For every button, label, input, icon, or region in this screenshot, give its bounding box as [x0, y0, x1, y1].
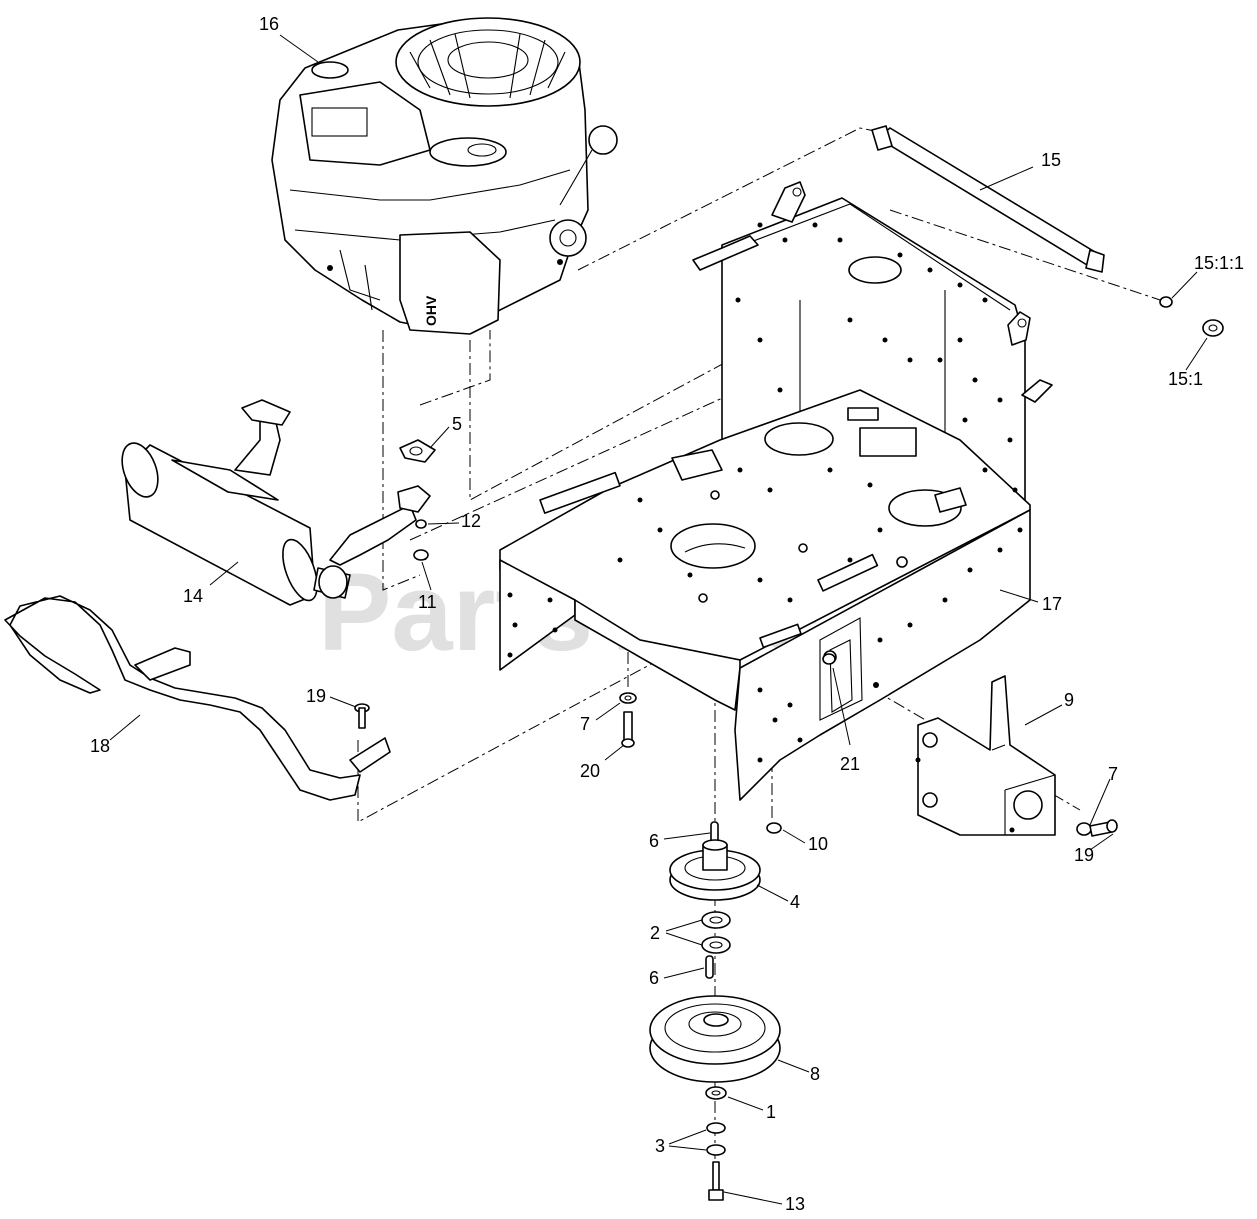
callout-1: 1	[766, 1102, 776, 1122]
callout-3: 3	[655, 1136, 665, 1156]
leader-lines	[109, 34, 1208, 1205]
callout-6-lower: 6	[649, 968, 659, 988]
flange-nut	[413, 549, 429, 561]
callout-6-upper: 6	[649, 831, 659, 851]
callout-15-1: 15:1	[1168, 369, 1203, 389]
engine-frame	[499, 181, 1053, 801]
bolt-20	[621, 711, 635, 748]
callout-19-left: 19	[306, 686, 326, 706]
callout-7-left: 7	[580, 714, 590, 734]
callout-17: 17	[1042, 594, 1062, 614]
callout-5: 5	[452, 414, 462, 434]
callout-14: 14	[183, 586, 203, 606]
callout-15: 15	[1041, 150, 1061, 170]
tube-fitting	[1202, 319, 1224, 337]
washer-1	[705, 1086, 727, 1100]
spacer-2-upper	[701, 911, 731, 929]
gasket	[399, 439, 436, 463]
callout-20: 20	[580, 761, 600, 781]
callout-19-right: 19	[1074, 845, 1094, 865]
oil-drain-tube	[871, 125, 1105, 273]
spacer-21	[822, 653, 836, 665]
washer-3-upper	[706, 1122, 726, 1134]
washer-7-right	[1076, 822, 1092, 836]
callout-10: 10	[808, 834, 828, 854]
bracket	[915, 675, 1056, 836]
callout-15-1-1: 15:1:1	[1194, 253, 1244, 273]
muffler	[121, 399, 431, 606]
callout-13: 13	[785, 1194, 805, 1214]
lock-washer	[415, 519, 427, 529]
callout-12: 12	[461, 511, 481, 531]
engine-ohv-label: OHV	[423, 295, 439, 326]
callout-11: 11	[418, 592, 437, 612]
frame-holes	[507, 222, 1023, 763]
callout-2: 2	[650, 923, 660, 943]
washer-3-lower	[706, 1144, 726, 1156]
callout-labels: 16 15 15:1:1 15:1 5 12 11 14 17 9 19 18 …	[90, 14, 1244, 1214]
callout-16: 16	[259, 14, 279, 34]
callout-21: 21	[840, 754, 860, 774]
bolt-19-left	[354, 703, 370, 729]
washer-7-left	[619, 692, 637, 704]
callout-8: 8	[810, 1064, 820, 1084]
callout-9: 9	[1064, 690, 1074, 710]
bolt-13	[708, 1161, 724, 1201]
pulley-4	[669, 839, 761, 901]
pulley-8	[649, 995, 781, 1083]
handle-bar	[4, 595, 391, 801]
callout-4: 4	[790, 892, 800, 912]
key-6-lower	[705, 955, 714, 979]
engine: OHV	[271, 17, 618, 335]
spacer-2-lower	[701, 936, 731, 954]
bolt-19-right	[1089, 819, 1118, 837]
callout-7-right: 7	[1108, 764, 1118, 784]
nut-10	[766, 822, 782, 834]
callout-18: 18	[90, 736, 110, 756]
tube-cap	[1159, 296, 1173, 308]
